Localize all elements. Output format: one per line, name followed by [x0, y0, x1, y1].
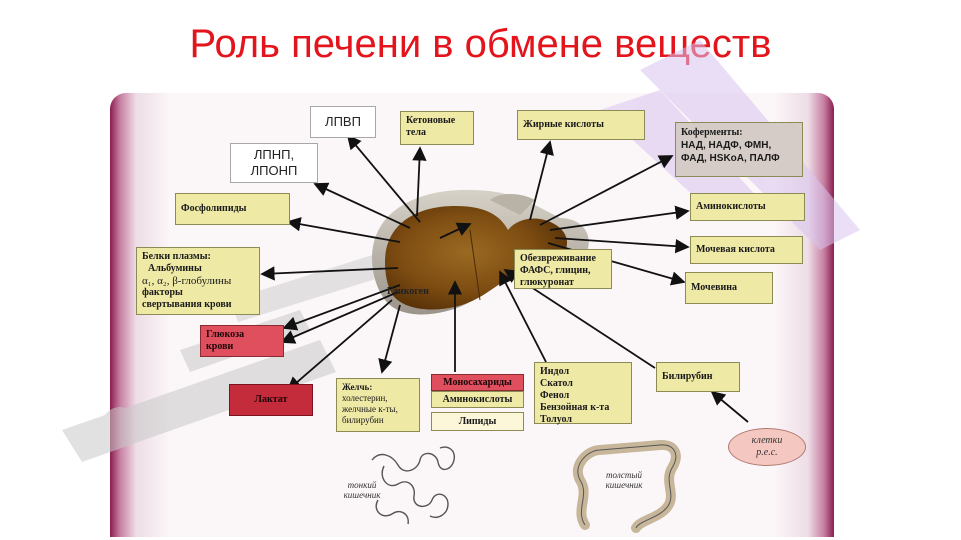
- box-bilirubin: Билирубин: [656, 362, 740, 392]
- uric-acid-label: Мочевая кислота: [696, 244, 775, 255]
- plasma-line-1: Белки плазмы:: [142, 251, 211, 262]
- box-phospholipids: Фосфолипиды: [175, 193, 290, 225]
- indole-line-5: Толуол: [540, 414, 572, 425]
- ketone-line-2: тела: [406, 127, 426, 138]
- lipids-label: Липиды: [458, 416, 497, 427]
- arrows: [260, 134, 749, 423]
- lpnp-line-2: ЛПОНП: [250, 163, 298, 178]
- res-cells-line-2: р.е.с.: [756, 447, 778, 458]
- coenzymes-line-3: ФАД, HSKoA, ПАЛФ: [681, 153, 780, 164]
- bile-line-4: билирубин: [342, 415, 384, 425]
- lpnp-line-1: ЛПНП,: [253, 147, 295, 162]
- box-bile: Желчь: холестерин, желчные к-ты, билируб…: [336, 378, 420, 432]
- box-lactate: Лактат: [229, 384, 313, 416]
- coenzymes-line-2: НАД, НАДФ, ФМН,: [681, 140, 772, 151]
- box-uric-acid: Мочевая кислота: [690, 236, 803, 264]
- blood-glucose-line-2: крови: [206, 341, 234, 352]
- lactate-label: Лактат: [254, 394, 288, 405]
- detox-line-2: ФАФС, глицин,: [520, 265, 591, 276]
- coenzymes-line-1: Коферменты:: [681, 127, 743, 138]
- box-blood-glucose: Глюкоза крови: [200, 325, 284, 357]
- indole-line-2: Скатол: [540, 378, 573, 389]
- box-amino-acids-right: Аминокислоты: [690, 193, 805, 221]
- box-urea: Мочевина: [685, 272, 773, 304]
- res-cells-ellipse: клетки р.е.с.: [728, 428, 806, 466]
- box-coenzymes: Коферменты: НАД, НАДФ, ФМН, ФАД, HSKoA, …: [675, 122, 803, 177]
- large-intestine-caption: толстый кишечник: [596, 470, 652, 490]
- small-intestine-caption: тонкий кишечник: [334, 480, 390, 500]
- bilirubin-label: Билирубин: [662, 371, 713, 382]
- lpvp-label: ЛПВП: [325, 114, 361, 129]
- bile-line-1: Желчь:: [342, 382, 373, 392]
- ketone-line-1: Кетоновые: [406, 115, 456, 126]
- small-intestine: [371, 446, 455, 525]
- indole-line-1: Индол: [540, 366, 570, 377]
- box-detox: Обезвреживание ФАФС, глицин, глюкуронат: [514, 249, 612, 289]
- indole-line-4: Бензойная к-та: [540, 402, 610, 413]
- blood-glucose-line-1: Глюкоза: [206, 329, 245, 340]
- plasma-line-4: факторы: [142, 287, 183, 298]
- mono-label: Моносахариды: [443, 377, 512, 388]
- box-monosaccharides: Моносахариды: [431, 374, 524, 391]
- large-intestine-line-1: толстый: [606, 470, 642, 480]
- amino-acids-right-label: Аминокислоты: [696, 201, 766, 212]
- box-fatty-acids: Жирные кислоты: [517, 110, 645, 140]
- box-indole: Индол Скатол Фенол Бензойная к-та Толуол: [534, 362, 632, 425]
- amino-acids-mid-label: Аминокислоты: [442, 394, 513, 405]
- large-intestine-line-2: кишечник: [605, 480, 643, 490]
- fatty-acids-label: Жирные кислоты: [523, 119, 604, 130]
- indole-line-3: Фенол: [540, 390, 570, 401]
- small-intestine-line-2: кишечник: [343, 490, 381, 500]
- liver-illustration: [372, 189, 589, 315]
- urea-label: Мочевина: [691, 282, 738, 293]
- phospholipids-label: Фосфолипиды: [181, 203, 247, 214]
- res-cells-line-1: клетки: [751, 435, 783, 446]
- box-lipids: Липиды: [431, 412, 524, 431]
- bile-line-3: желчные к-ты,: [342, 404, 398, 414]
- box-lpnp: ЛПНП, ЛПОНП: [230, 143, 318, 183]
- box-ketone-bodies: Кетоновые тела: [400, 111, 474, 145]
- bile-line-2: холестерин,: [342, 393, 388, 403]
- detox-line-1: Обезвреживание: [520, 253, 596, 264]
- box-plasma-proteins: Белки плазмы: Альбумины α₁, α₂, β-глобул…: [136, 247, 260, 315]
- plasma-line-5: свертывания крови: [142, 299, 232, 310]
- plasma-line-2: Альбумины: [148, 263, 202, 274]
- detox-line-3: глюкуронат: [520, 277, 574, 288]
- large-intestine-outline: [577, 444, 677, 529]
- box-lpvp: ЛПВП: [310, 106, 376, 138]
- glycogen-label: Гликоген: [387, 286, 429, 297]
- box-amino-acids-mid: Аминокислоты: [431, 391, 524, 408]
- small-intestine-line-1: тонкий: [347, 480, 377, 490]
- plasma-line-3: α₁, α₂, β-глобулины: [142, 275, 232, 287]
